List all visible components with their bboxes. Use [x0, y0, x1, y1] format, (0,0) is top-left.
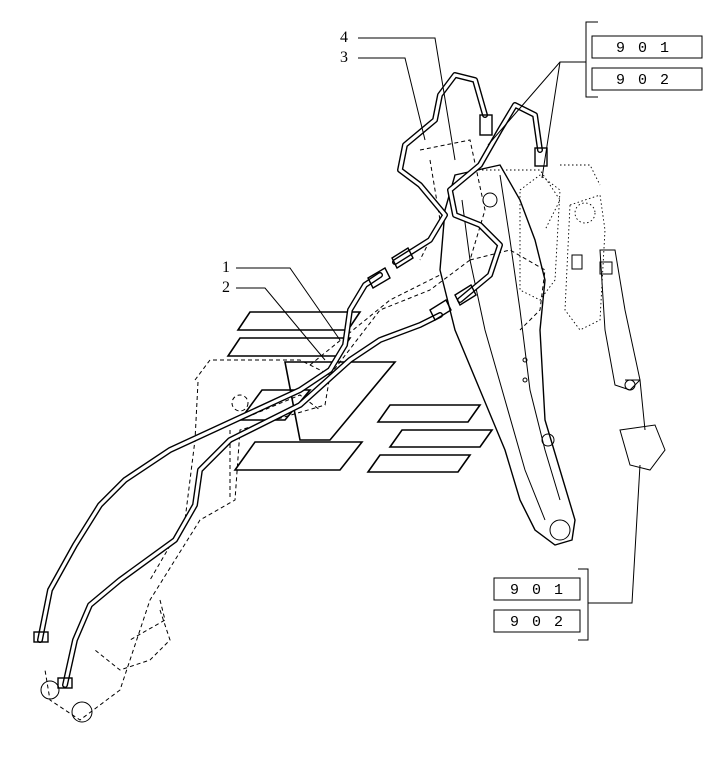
ref-box-top-902 — [591, 67, 703, 91]
bucket-cylinder — [519, 164, 666, 471]
hydraulic-hose-3 — [392, 72, 488, 265]
callout-label-2: 2 — [222, 279, 230, 296]
ref-group-top: 9 0 1 9 0 2 — [487, 21, 703, 179]
callout-4: 4 — [340, 29, 456, 161]
hydraulic-hose-4 — [447, 102, 543, 303]
callout-1: 1 — [222, 259, 341, 341]
callout-2: 2 — [222, 279, 326, 361]
ref-box-top-902-text: 9 0 2 — [616, 72, 671, 89]
boom-foot-pins — [40, 680, 93, 723]
boom-outline — [44, 139, 546, 721]
ref-box-bottom-902 — [493, 609, 581, 633]
callout-label-4: 4 — [340, 29, 348, 46]
callout-label-3: 3 — [340, 49, 348, 66]
callout-3: 3 — [340, 49, 426, 141]
ref-box-top-901 — [591, 35, 703, 59]
ref-box-bottom-901-text: 9 0 1 — [510, 582, 565, 599]
ref-box-bottom-902-text: 9 0 2 — [510, 614, 565, 631]
hydraulic-pipe-1 — [37, 272, 383, 643]
ref-box-bottom-901 — [493, 577, 581, 601]
hydraulic-pipe-2 — [62, 312, 443, 688]
pipe-fittings — [33, 114, 548, 689]
callout-label-1: 1 — [222, 259, 230, 276]
dipper-arm — [439, 164, 576, 546]
ref-box-top-901-text: 9 0 1 — [616, 40, 671, 57]
ref-group-bottom: 9 0 1 9 0 2 — [493, 464, 641, 641]
